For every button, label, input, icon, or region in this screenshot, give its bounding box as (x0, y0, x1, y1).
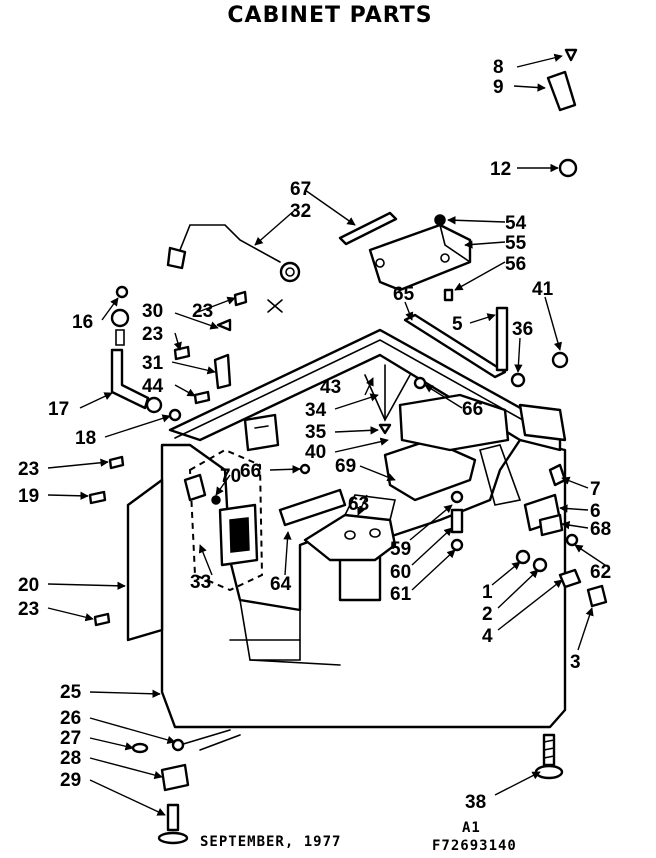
callout-32: 32 (290, 201, 311, 222)
callout-34: 34 (305, 400, 327, 421)
callout-labels: 8 9 12 67 32 54 55 56 41 16 30 23 65 5 3… (18, 57, 611, 813)
callout-16: 16 (72, 312, 93, 333)
water-switch (243, 413, 280, 452)
footer-date: SEPTEMBER, 1977 (200, 834, 341, 850)
callout-2: 2 (482, 604, 493, 625)
callout-19: 19 (18, 486, 39, 507)
callout-43: 43 (320, 377, 341, 398)
rear-bracket (368, 223, 472, 292)
callout-8: 8 (493, 57, 504, 78)
callout-23: 23 (192, 301, 213, 322)
callout-31: 31 (142, 353, 164, 374)
rear-console (398, 393, 567, 506)
callout-64: 64 (270, 574, 292, 595)
callout-59: 59 (390, 539, 411, 560)
callout-12: 12 (490, 159, 511, 180)
callout-23: 23 (18, 599, 39, 620)
callout-28: 28 (60, 748, 81, 769)
callout-41: 41 (532, 279, 554, 300)
callout-26: 26 (60, 708, 81, 729)
callout-44: 44 (142, 376, 164, 397)
diagram-title: CABINET PARTS (227, 3, 432, 28)
callout-30: 30 (142, 301, 163, 322)
callout-62: 62 (590, 562, 611, 583)
callout-65: 65 (393, 284, 415, 305)
callout-66: 66 (462, 399, 483, 420)
callout-1: 1 (482, 582, 493, 603)
callout-25: 25 (60, 682, 82, 703)
callout-29: 29 (60, 770, 81, 791)
callout-7: 7 (590, 479, 601, 500)
callout-63: 63 (348, 494, 369, 515)
gasket-strip (338, 211, 398, 246)
callout-38: 38 (465, 792, 486, 813)
callout-54: 54 (505, 213, 527, 234)
hardware-cluster (515, 493, 608, 608)
leader-lines (47, 53, 606, 816)
callout-23: 23 (18, 459, 39, 480)
callout-33: 33 (190, 572, 211, 593)
drain-hose (110, 285, 163, 414)
switch-dashed-box (183, 448, 264, 592)
callout-23: 23 (142, 324, 163, 345)
callout-9: 9 (493, 77, 504, 98)
hose-assembly (166, 224, 301, 313)
callout-61: 61 (390, 584, 412, 605)
footer-code-a: A1 (462, 820, 481, 836)
callout-4: 4 (482, 626, 493, 647)
callout-55: 55 (505, 233, 527, 254)
callout-3: 3 (570, 652, 581, 673)
callout-36: 36 (512, 319, 533, 340)
callout-56: 56 (505, 254, 526, 275)
callout-67: 67 (290, 179, 311, 200)
callout-18: 18 (75, 428, 96, 449)
side-panel (126, 478, 164, 642)
callout-60: 60 (390, 562, 411, 583)
callout-40: 40 (305, 442, 326, 463)
leveling-feet (131, 733, 564, 845)
callout-5: 5 (452, 314, 463, 335)
control-console (303, 494, 397, 562)
lid-hinge (546, 48, 578, 178)
tri-bracket (364, 364, 411, 435)
callout-66: 66 (240, 461, 261, 482)
footer-code-b: F72693140 (432, 838, 517, 854)
callout-17: 17 (48, 399, 69, 420)
callout-70: 70 (220, 466, 241, 487)
callout-27: 27 (60, 728, 81, 749)
callout-6: 6 (590, 501, 601, 522)
callout-69: 69 (335, 456, 356, 477)
bracket (278, 488, 347, 527)
agitator-parts (450, 490, 464, 552)
right-fasteners (495, 306, 569, 487)
callout-68: 68 (590, 519, 611, 540)
callout-20: 20 (18, 575, 39, 596)
footer: SEPTEMBER, 1977 A1 F72693140 (200, 820, 517, 854)
callout-35: 35 (305, 422, 327, 443)
screws (88, 214, 454, 627)
